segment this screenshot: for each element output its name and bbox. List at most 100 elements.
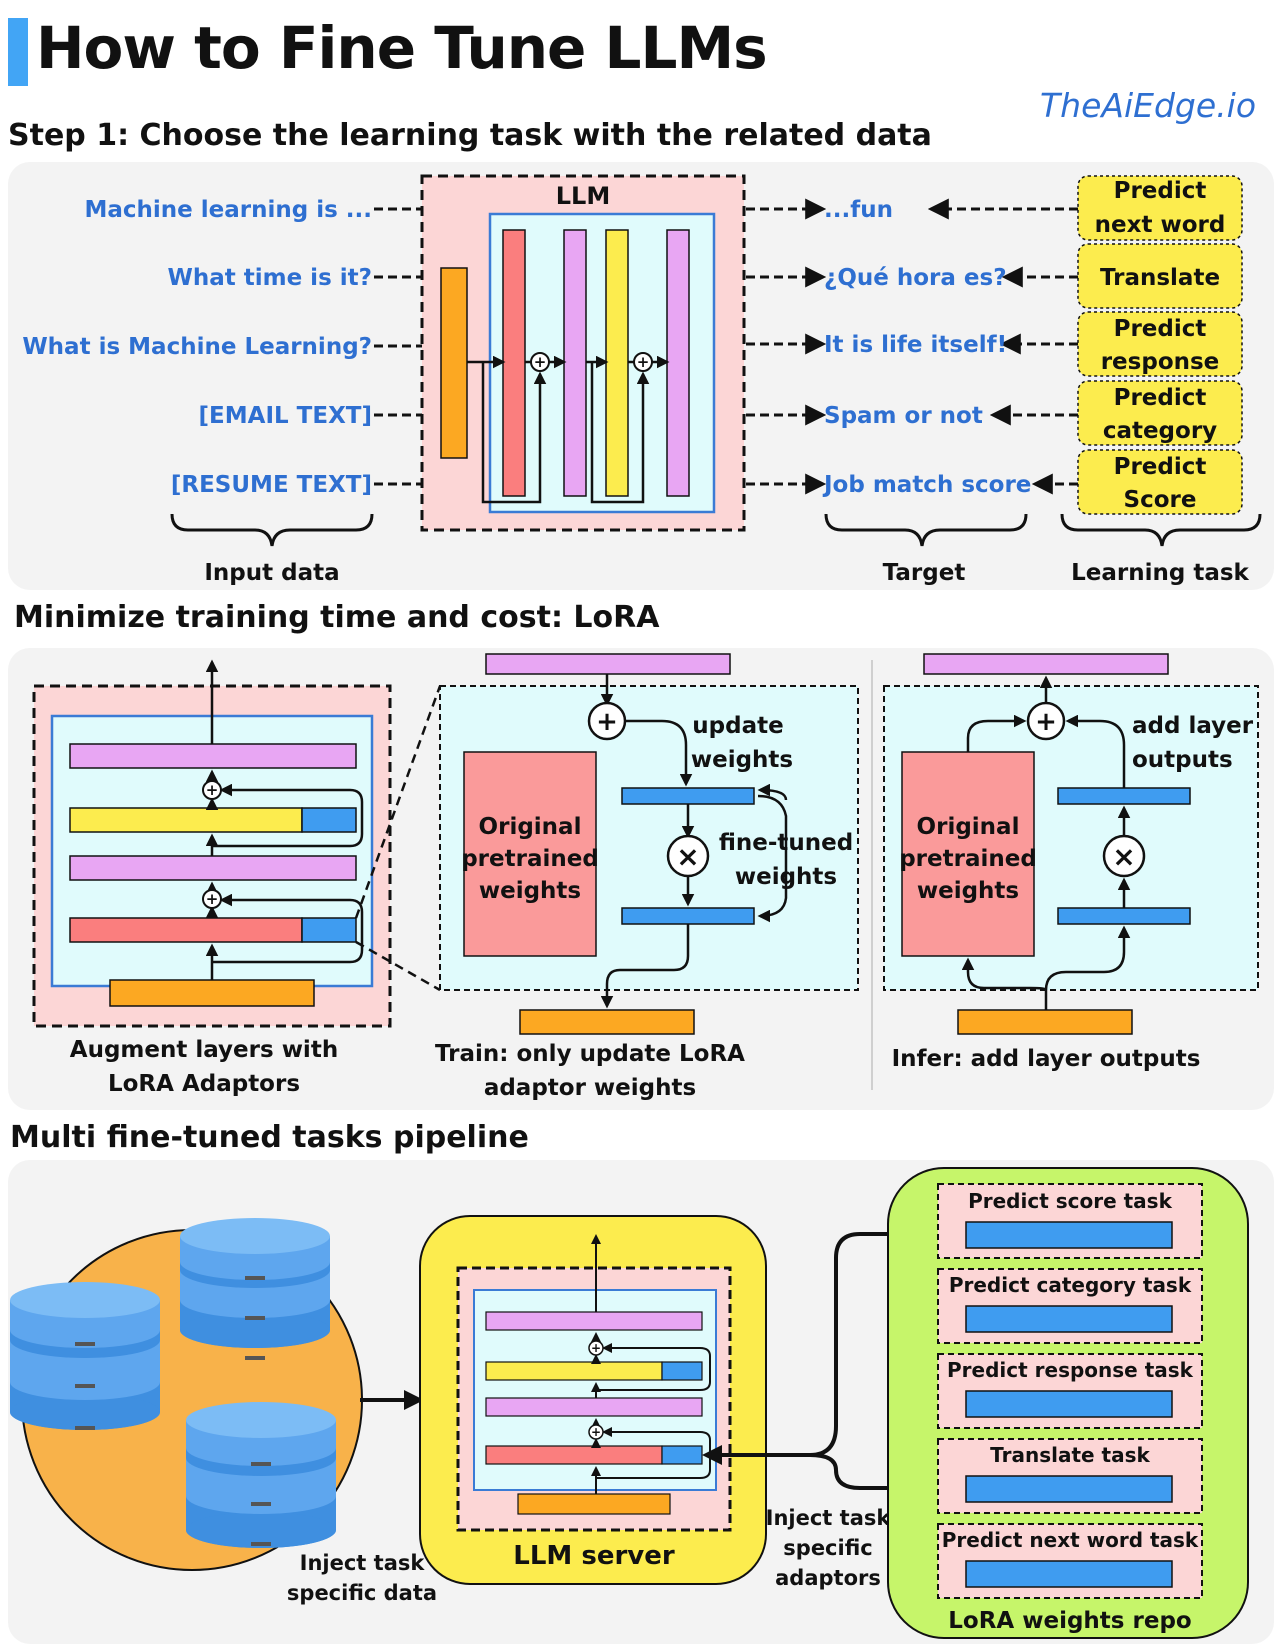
finetuned-weights-line-1: fine-tuned — [719, 830, 853, 856]
add-layer-outputs-line-2: outputs — [1132, 747, 1233, 773]
output-connectors — [746, 198, 827, 495]
zoom-lines — [354, 685, 442, 992]
pipeline-heading: Multi fine-tuned tasks pipeline — [10, 1120, 529, 1155]
infer-caption: Infer: add layer outputs — [892, 1046, 1201, 1072]
llm-layer-2 — [563, 229, 587, 497]
brace-target-label: Target — [883, 560, 966, 586]
data-cluster — [10, 1218, 363, 1571]
input-connectors — [374, 207, 422, 486]
train-original-line-2: pretrained — [461, 846, 599, 872]
inject-data-line-2: specific data — [287, 1581, 437, 1605]
database-icon-3 — [186, 1402, 336, 1548]
augment-caption-line-2: LoRA Adaptors — [108, 1071, 300, 1097]
inject-adaptors-line-1: Inject task — [766, 1506, 892, 1530]
repo-task-1: Predict score task — [968, 1189, 1172, 1213]
page-title: How to Fine Tune LLMs — [36, 14, 768, 82]
repo-title: LoRA weights repo — [948, 1608, 1191, 1634]
repo-task-labels: Predict score task Predict category task… — [942, 1189, 1199, 1552]
task-2-line-1: Translate — [1100, 265, 1220, 291]
train-block: + × — [439, 653, 859, 1035]
svg-text:×: × — [1112, 840, 1135, 873]
train-original-line-1: Original — [479, 814, 582, 840]
input-text-1: Machine learning is ... — [84, 197, 372, 223]
update-weights-line-1: update — [692, 713, 783, 739]
learning-task-boxes — [1077, 175, 1243, 515]
task-5-line-1: Predict — [1114, 454, 1207, 480]
target-text-5: Job match score — [822, 472, 1031, 498]
augment-caption-line-1: Augment layers with — [70, 1037, 338, 1063]
svg-text:+: + — [206, 890, 219, 908]
infer-block: + × — [883, 653, 1259, 1035]
infer-original-line-3: weights — [917, 878, 1019, 904]
lora-heading: Minimize training time and cost: LoRA — [14, 600, 660, 635]
inject-data-label: Inject task specific data — [287, 1551, 437, 1605]
task-4-line-1: Predict — [1114, 385, 1207, 411]
database-icon-1 — [10, 1282, 160, 1430]
lora-weights-repo — [887, 1167, 1249, 1639]
inject-data-line-1: Inject task — [300, 1551, 426, 1575]
brace-input-label: Input data — [204, 560, 339, 586]
repo-task-5: Predict next word task — [942, 1528, 1199, 1552]
llm-layer-4 — [666, 229, 690, 497]
adaptor-arrows — [702, 1232, 970, 1498]
llm-server-label: LLM server — [513, 1541, 675, 1571]
target-text-1: ...fun — [824, 197, 893, 223]
augment-block: + + — [32, 659, 392, 1028]
target-text-2: ¿Qué hora es? — [824, 265, 1007, 291]
task-connectors — [927, 198, 1078, 495]
infer-original-line-1: Original — [917, 814, 1020, 840]
llm-layer-1 — [502, 229, 526, 497]
train-original-line-3: weights — [479, 878, 581, 904]
task-1-line-2: next word — [1095, 212, 1226, 238]
svg-text:+: + — [1035, 707, 1057, 737]
input-text-2: What time is it? — [167, 265, 372, 291]
infer-original-line-2: pretrained — [899, 846, 1037, 872]
database-icon-2 — [180, 1218, 330, 1360]
train-caption-line-1: Train: only update LoRA — [435, 1041, 745, 1067]
task-3-line-2: response — [1101, 349, 1220, 375]
repo-task-2: Predict category task — [949, 1273, 1192, 1297]
repo-task-4: Translate task — [990, 1443, 1150, 1467]
title-accent-bar — [8, 18, 28, 86]
svg-text:+: + — [534, 353, 547, 371]
repo-task-3: Predict response task — [947, 1358, 1194, 1382]
input-text-5: [RESUME TEXT] — [171, 472, 372, 498]
braces — [170, 513, 1262, 547]
svg-text:×: × — [676, 840, 699, 873]
step1-heading: Step 1: Choose the learning task with th… — [8, 118, 932, 153]
inject-adaptors-line-2: specific — [783, 1536, 872, 1560]
target-texts: ...fun ¿Qué hora es? It is life itself! … — [822, 197, 1031, 498]
input-text-3: What is Machine Learning? — [22, 334, 372, 360]
brand-label: TheAiEdge.io — [1040, 86, 1257, 125]
svg-text:+: + — [591, 1341, 601, 1355]
svg-text:+: + — [637, 353, 650, 371]
brace-task-label: Learning task — [1071, 560, 1249, 586]
add-layer-outputs-line-1: add layer — [1132, 713, 1254, 739]
target-text-4: Spam or not — [824, 403, 983, 429]
svg-text:+: + — [206, 781, 219, 799]
train-caption-line-2: adaptor weights — [484, 1075, 696, 1101]
finetuned-weights-line-2: weights — [735, 864, 837, 890]
svg-text:+: + — [591, 1425, 601, 1439]
target-text-3: It is life itself! — [824, 332, 1007, 358]
input-embedding-bar — [440, 267, 468, 459]
llm-layer-3 — [605, 229, 629, 497]
train-labels: Original pretrained weights update weigh… — [435, 713, 853, 1101]
input-texts: Machine learning is ... What time is it?… — [22, 197, 372, 498]
llm-label: LLM — [556, 182, 610, 210]
augment-caption: Augment layers with LoRA Adaptors — [70, 1037, 338, 1097]
input-text-4: [EMAIL TEXT] — [199, 403, 372, 429]
task-1-line-1: Predict — [1114, 178, 1207, 204]
step1-llm-block: LLM + + — [420, 174, 746, 532]
brace-labels: Input data Target Learning task — [204, 560, 1249, 586]
infer-labels: Original pretrained weights add layer ou… — [892, 713, 1254, 1072]
learning-task-texts: Predict next word Translate Predict resp… — [1095, 178, 1226, 513]
task-3-line-1: Predict — [1114, 316, 1207, 342]
inject-adaptors-label: Inject task specific adaptors — [766, 1506, 892, 1590]
llm-server: + + LLM server — [419, 1215, 767, 1585]
svg-text:+: + — [596, 707, 618, 737]
inject-adaptors-line-3: adaptors — [775, 1566, 881, 1590]
task-5-line-2: Score — [1124, 487, 1197, 513]
task-4-line-2: category — [1103, 418, 1217, 444]
